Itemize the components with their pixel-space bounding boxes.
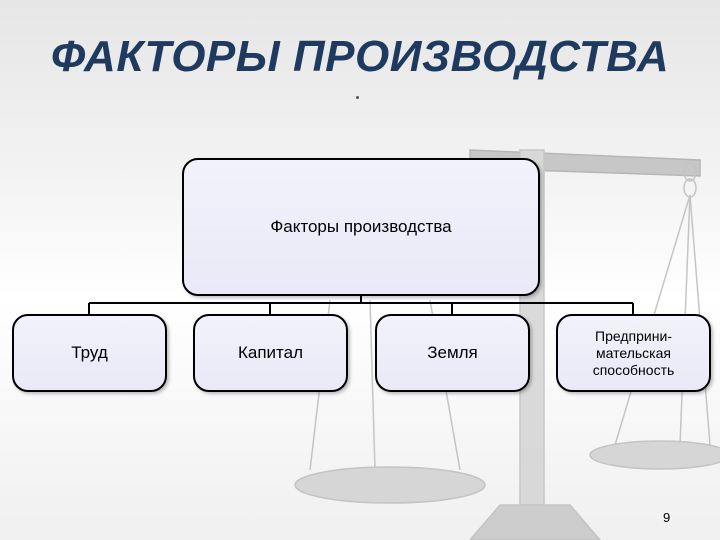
title-dot bbox=[356, 96, 359, 99]
root-node-label: Факторы производства bbox=[270, 217, 452, 236]
root-node: Факторы производства bbox=[182, 158, 540, 296]
child-node-entrepreneurship: Предприни- мательская способность bbox=[556, 314, 711, 392]
slide-title: ФАКТОРЫ ПРОИЗВОДСТВА bbox=[50, 32, 670, 81]
child-node-label: Земля bbox=[427, 343, 478, 362]
child-node-capital: Капитал bbox=[193, 314, 348, 392]
child-node-label: Предприни- мательская способность bbox=[592, 327, 675, 378]
child-node-label: Труд bbox=[71, 343, 108, 362]
child-node-label: Капитал bbox=[237, 343, 304, 362]
page-number: 9 bbox=[663, 510, 671, 525]
child-node-land: Земля bbox=[375, 314, 530, 392]
child-node-labor: Труд bbox=[12, 314, 167, 392]
